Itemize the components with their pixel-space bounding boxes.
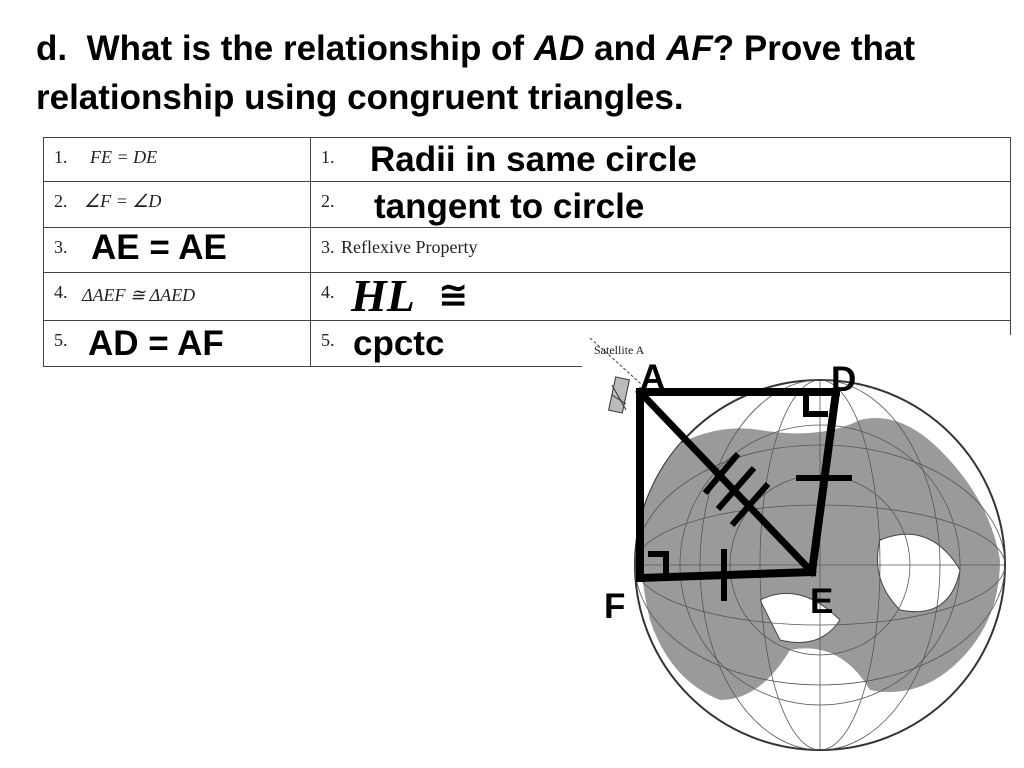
- reason-number: 1.: [321, 147, 335, 167]
- congruent-symbol: ≅: [438, 275, 469, 316]
- statement-text: ΔAEF ≅ ΔAED: [82, 285, 196, 305]
- statement-number: 2.: [54, 191, 68, 211]
- segment-af: AF: [666, 29, 713, 68]
- question-part: d.: [36, 29, 68, 68]
- proof-table: 1. FE = DE 1. Radii in same circle 2. ∠F…: [43, 137, 1011, 367]
- satellite-icon: [589, 337, 651, 414]
- reason-text: Radii in same circle: [370, 140, 697, 179]
- statement-text: ∠F = ∠D: [84, 191, 162, 211]
- reason-text: Reflexive Property: [341, 237, 478, 257]
- proof-row: 3. AE = AE 3. Reflexive Property: [43, 227, 1011, 273]
- statement-number: 5.: [54, 330, 68, 350]
- statement-number: 1.: [54, 147, 68, 167]
- statement-text: FE = DE: [90, 147, 158, 167]
- reason-cell: 3. Reflexive Property: [310, 227, 1011, 273]
- statement-cell: 2. ∠F = ∠D: [43, 181, 311, 228]
- statement-cell: 4. ΔAEF ≅ ΔAED: [43, 272, 311, 321]
- statement-cell: 3. AE = AE: [43, 227, 311, 273]
- reason-cell: 4. HL ≅: [310, 270, 1011, 321]
- point-label-d: D: [831, 360, 856, 399]
- tick-marks: [702, 452, 852, 601]
- question-lead: What is the relationship of: [86, 29, 525, 68]
- proof-row: 4. ΔAEF ≅ ΔAED 4. HL ≅: [43, 270, 1011, 321]
- reason-text: tangent to circle: [374, 187, 645, 226]
- statement-cell: 5. AD = AF: [43, 320, 311, 367]
- proof-row: 2. ∠F = ∠D 2. tangent to circle: [43, 181, 1011, 228]
- reason-number: 3.: [321, 237, 335, 257]
- reason-number: 4.: [321, 282, 335, 302]
- point-label-a: A: [640, 358, 665, 397]
- statement-number: 4.: [54, 282, 68, 302]
- reason-cell: 1. Radii in same circle: [310, 137, 1011, 182]
- question-text: d. What is the relationship of AD and AF…: [36, 24, 996, 122]
- reason-number: 5.: [321, 330, 335, 350]
- earth-tangent-figure: Satellite A A D E F: [582, 335, 1024, 751]
- statement-text: AD = AF: [88, 324, 224, 363]
- question-tail: ? Prove that relationship using congruen…: [36, 29, 916, 117]
- point-label-e: E: [810, 582, 833, 621]
- statement-text: AE = AE: [91, 228, 227, 267]
- question-and: and: [594, 29, 657, 68]
- satellite-label: Satellite A: [594, 343, 645, 357]
- reason-text: cpctc: [353, 324, 445, 363]
- reason-number: 2.: [321, 191, 335, 211]
- statement-number: 3.: [54, 237, 68, 257]
- reason-text: HL: [351, 270, 415, 321]
- proof-row: 1. FE = DE 1. Radii in same circle: [43, 137, 1011, 182]
- segment-ad: AD: [533, 29, 585, 68]
- reason-cell: 2. tangent to circle: [310, 181, 1011, 228]
- globe-image: [634, 379, 1006, 751]
- statement-cell: 1. FE = DE: [43, 137, 311, 182]
- right-angle-marks: [648, 396, 828, 574]
- point-label-f: F: [604, 587, 625, 626]
